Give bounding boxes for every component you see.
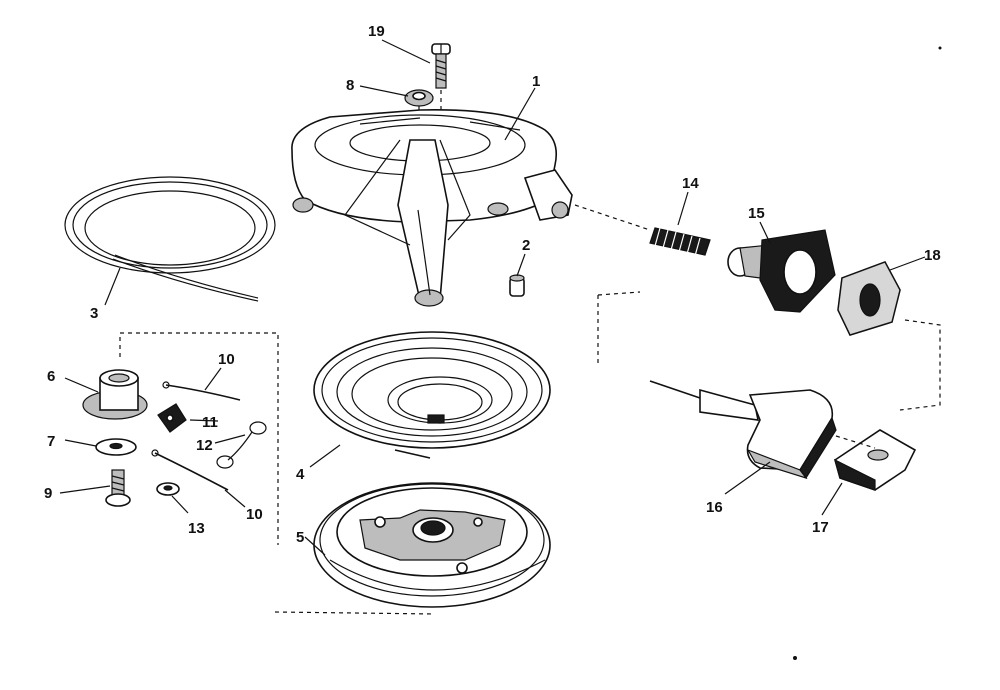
callout-17: 17 [812, 519, 829, 536]
callout-16: 16 [706, 499, 723, 516]
bolt-part-9 [105, 469, 131, 507]
pad-part-18 [837, 261, 901, 336]
callout-11: 11 [202, 414, 218, 431]
callout-7: 7 [47, 433, 55, 450]
recoil-spring-part-4 [313, 331, 551, 459]
pin-part-2 [509, 274, 525, 297]
link-part-10-bottom [151, 449, 229, 491]
callout-19: 19 [368, 23, 385, 40]
drive-hub-part-6 [82, 369, 148, 420]
callout-3: 3 [90, 305, 98, 322]
nut-part-8 [404, 89, 434, 107]
callout-6: 6 [47, 368, 55, 385]
insert-part-17 [834, 429, 917, 491]
link-part-10-top [162, 381, 241, 401]
rope-part-3 [64, 176, 276, 302]
callout-18: 18 [924, 247, 941, 264]
lock-washer-part-13 [156, 482, 180, 496]
plug-part-15 [727, 229, 836, 313]
callout-13: 13 [188, 520, 205, 537]
pulley-part-5 [313, 482, 551, 608]
leader-lines [59, 39, 926, 556]
pawl-part-11 [157, 403, 187, 433]
callout-15: 15 [748, 205, 765, 222]
screw-part-19 [431, 43, 451, 89]
handle-part-16 [649, 380, 837, 480]
callout-5: 5 [296, 529, 304, 546]
coil-spring-part-14 [649, 227, 711, 257]
callout-1: 1 [532, 73, 540, 90]
callout-10-top: 10 [218, 351, 235, 368]
callout-12: 12 [196, 437, 213, 454]
callout-14: 14 [682, 175, 699, 192]
spring-part-12 [216, 421, 267, 469]
washer-part-7 [95, 438, 137, 456]
callout-4: 4 [296, 466, 305, 483]
callout-8: 8 [346, 77, 354, 94]
starter-housing-part-1 [291, 109, 573, 307]
callout-2: 2 [522, 237, 530, 254]
callout-10-bottom: 10 [246, 506, 263, 523]
callout-9: 9 [44, 485, 52, 502]
